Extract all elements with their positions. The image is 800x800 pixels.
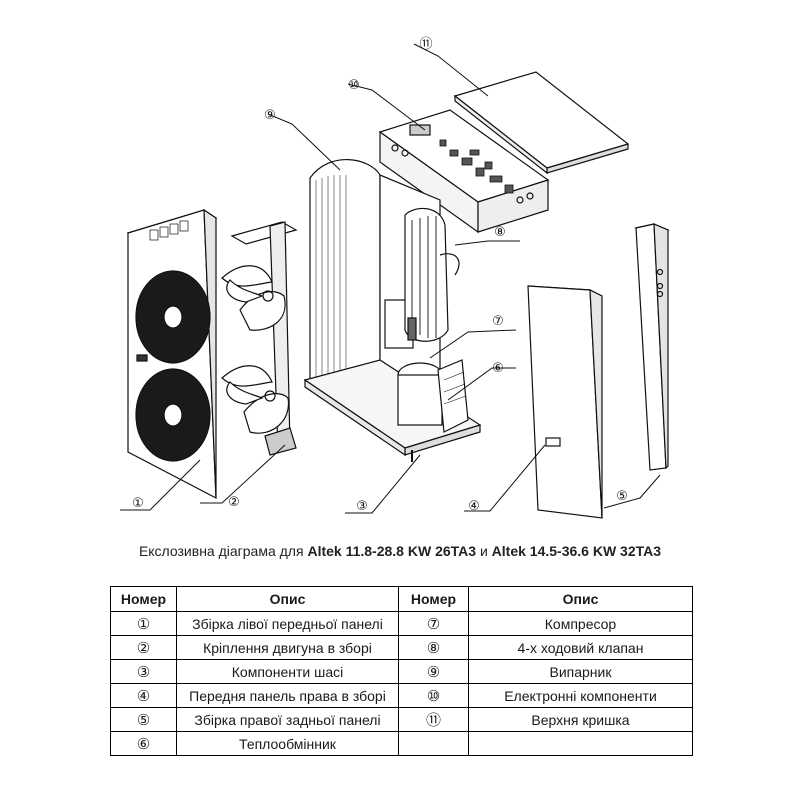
- part-number: ⑥: [110, 731, 177, 756]
- part-description: Кріплення двигуна в зборі: [176, 635, 399, 660]
- header-number-right: Номер: [398, 586, 469, 612]
- part-number: ⑤: [110, 707, 177, 732]
- diagram-caption: Екслозивна діаграма для Altek 11.8-28.8 …: [0, 543, 800, 559]
- part-number: ⑦: [398, 611, 469, 636]
- part-number: ⑨: [398, 659, 469, 684]
- parts-table: Номер Опис Номер Опис ① Збірка лівої пер…: [110, 586, 693, 756]
- header-number-left: Номер: [110, 586, 177, 612]
- part-description: Електронні компоненти: [468, 683, 693, 708]
- part-number: ②: [110, 635, 177, 660]
- part-description: Верхня кришка: [468, 707, 693, 732]
- header-description-right: Опис: [468, 586, 693, 612]
- top-cover-part: [453, 71, 630, 175]
- table-row: ① Збірка лівої передньої панелі ⑦ Компре…: [110, 611, 693, 636]
- callout-3: ③: [356, 499, 368, 514]
- front-right-panel-part: [527, 285, 603, 519]
- header-description-left: Опис: [176, 586, 399, 612]
- part-number: ⑩: [398, 683, 469, 708]
- table-row: ③ Компоненти шасі ⑨ Випарник: [110, 659, 693, 684]
- caption-model-b: Altek 14.5-36.6 KW 32TA3: [491, 543, 662, 559]
- callout-9: ⑨: [264, 108, 276, 123]
- part-number: ⑧: [398, 635, 469, 660]
- part-description: Передня панель права в зборі: [176, 683, 399, 708]
- part-description: Компресор: [468, 611, 693, 636]
- rear-right-panel-part: [634, 223, 670, 471]
- part-number: ⑪: [398, 707, 469, 732]
- caption-prefix: Екслозивна діаграма для: [138, 543, 308, 559]
- callout-8: ⑧: [494, 225, 506, 240]
- part-number: ④: [110, 683, 177, 708]
- table-row: ④ Передня панель права в зборі ⑩ Електро…: [110, 683, 693, 708]
- table-row: ⑥ Теплообмінник: [110, 731, 693, 756]
- callout-10: ⑩: [348, 78, 360, 93]
- part-description: Теплообмінник: [176, 731, 399, 756]
- electronics-box-part: [378, 109, 550, 234]
- table-header-row: Номер Опис Номер Опис: [110, 586, 693, 612]
- exploded-diagram: ⑪ ⑩ ⑨ ⑧ ⑦ ⑥ ① ② ③ ④ ⑤: [120, 37, 670, 519]
- chassis-assembly-part: [303, 159, 482, 462]
- part-description: Випарник: [468, 659, 693, 684]
- caption-joiner: и: [476, 543, 492, 559]
- part-number: [398, 731, 469, 756]
- callout-11: ⑪: [419, 37, 432, 52]
- leader-lines: [120, 43, 661, 514]
- table-row: ⑤ Збірка правої задньої панелі ⑪ Верхня …: [110, 707, 693, 732]
- part-number: ①: [110, 611, 177, 636]
- callout-4: ④: [468, 499, 480, 514]
- motor-bracket-part: [221, 221, 298, 456]
- callout-1: ①: [132, 496, 144, 511]
- callout-6: ⑥: [492, 361, 504, 376]
- part-description: [468, 731, 693, 756]
- table-row: ② Кріплення двигуна в зборі ⑧ 4-х ходови…: [110, 635, 693, 660]
- part-number: ③: [110, 659, 177, 684]
- part-description: Компоненти шасі: [176, 659, 399, 684]
- part-description: Збірка лівої передньої панелі: [176, 611, 399, 636]
- callout-2: ②: [228, 495, 240, 510]
- part-description: 4-х ходовий клапан: [468, 635, 693, 660]
- callout-7: ⑦: [492, 314, 504, 329]
- left-front-panel-part: [126, 208, 218, 500]
- callout-5: ⑤: [616, 489, 628, 504]
- part-description: Збірка правої задньої панелі: [176, 707, 399, 732]
- caption-model-a: Altek 11.8-28.8 KW 26TA3: [307, 543, 477, 559]
